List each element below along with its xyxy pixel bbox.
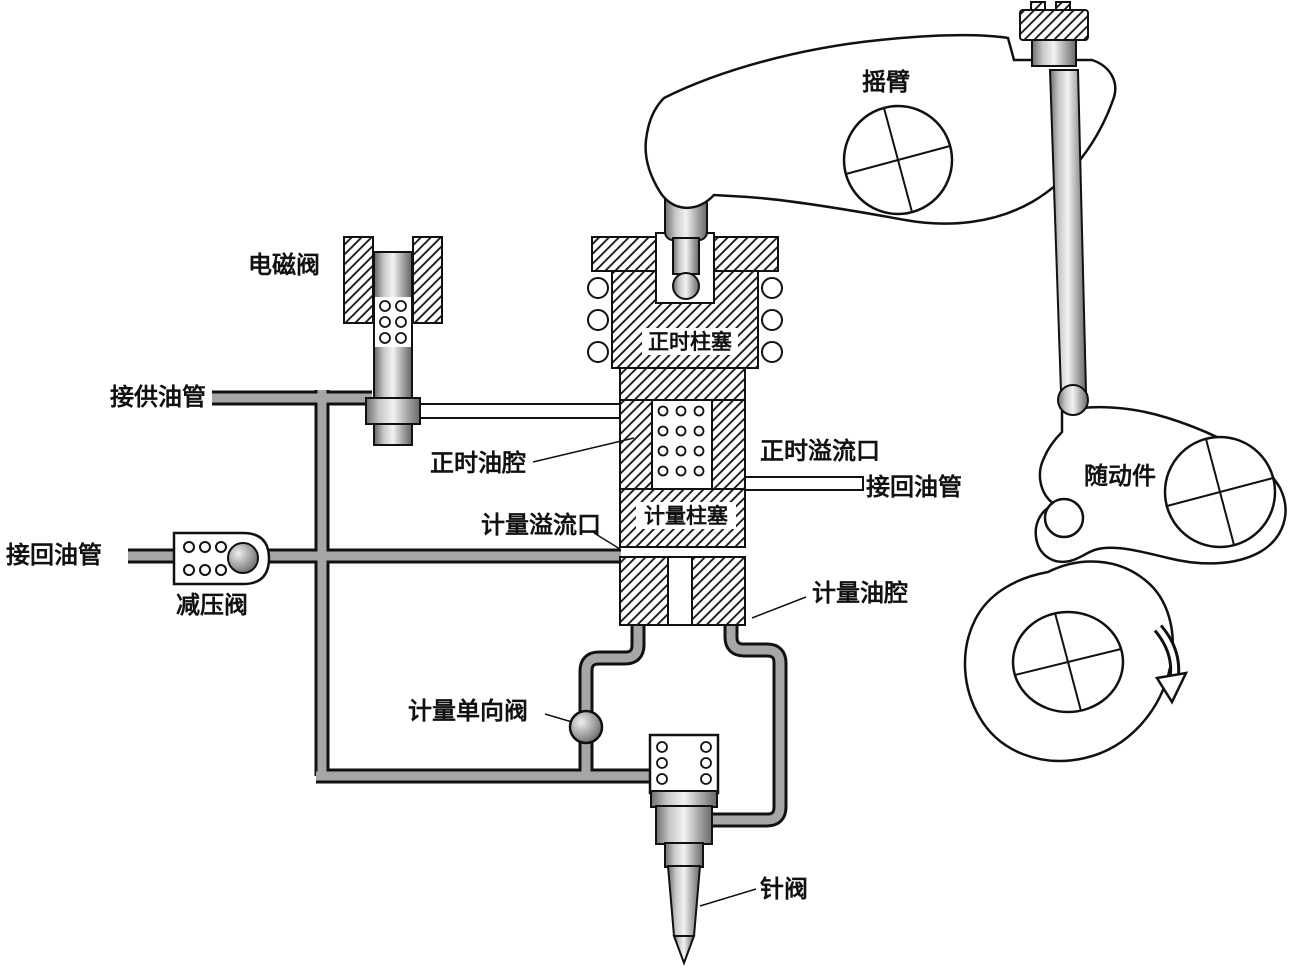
- label-return-pipe-right: 接回油管: [866, 473, 962, 501]
- label-relief-valve: 减压阀: [176, 591, 248, 619]
- relief-valve-ball: [227, 542, 259, 574]
- labels: 电磁阀 接供油管 正时油腔 正时柱塞 正时溢流口 接回油管 计量溢流口 计量柱塞…: [6, 68, 1156, 903]
- label-metering-check-valve: 计量单向阀: [408, 697, 528, 725]
- label-metering-chamber: 计量油腔: [812, 579, 908, 607]
- pushrod-ball-end: [1057, 384, 1089, 416]
- label-supply-pipe: 接供油管: [110, 383, 206, 411]
- label-timing-plunger: 正时柱塞: [648, 330, 733, 354]
- pushrod: [1048, 69, 1089, 416]
- label-follower: 随动件: [1084, 462, 1156, 490]
- solenoid-coil-right: [412, 236, 443, 324]
- label-rocker-arm: 摇臂: [862, 68, 910, 96]
- timing-supply-passage: [410, 403, 622, 419]
- label-metering-spill-port: 计量溢流口: [481, 511, 601, 539]
- timing-spill-passage: [744, 476, 864, 491]
- follower-pin: [1043, 497, 1085, 539]
- label-solenoid-valve: 电磁阀: [248, 251, 320, 279]
- cam-lobe: [963, 560, 1174, 763]
- label-timing-chamber: 正时油腔: [430, 449, 526, 477]
- relief-valve: [172, 531, 271, 586]
- adjusting-screw: [1019, 1, 1089, 67]
- solenoid-coil-left: [343, 236, 374, 324]
- rotation-arrow: [1153, 624, 1189, 705]
- label-metering-plunger: 计量柱塞: [644, 504, 729, 528]
- rocker-arm: [644, 33, 1117, 225]
- timing-chamber-ports: [657, 405, 705, 477]
- check-valve-ball: [568, 709, 604, 745]
- label-needle-valve: 针阀: [760, 875, 808, 903]
- solenoid-valve: [343, 236, 443, 446]
- leader-lines: [532, 437, 807, 907]
- cam-follower: [1034, 405, 1287, 565]
- label-timing-spill-port: 正时溢流口: [760, 437, 880, 465]
- label-return-pipe-left: 接回油管: [6, 541, 102, 569]
- needle-valve-nozzle: [648, 733, 720, 966]
